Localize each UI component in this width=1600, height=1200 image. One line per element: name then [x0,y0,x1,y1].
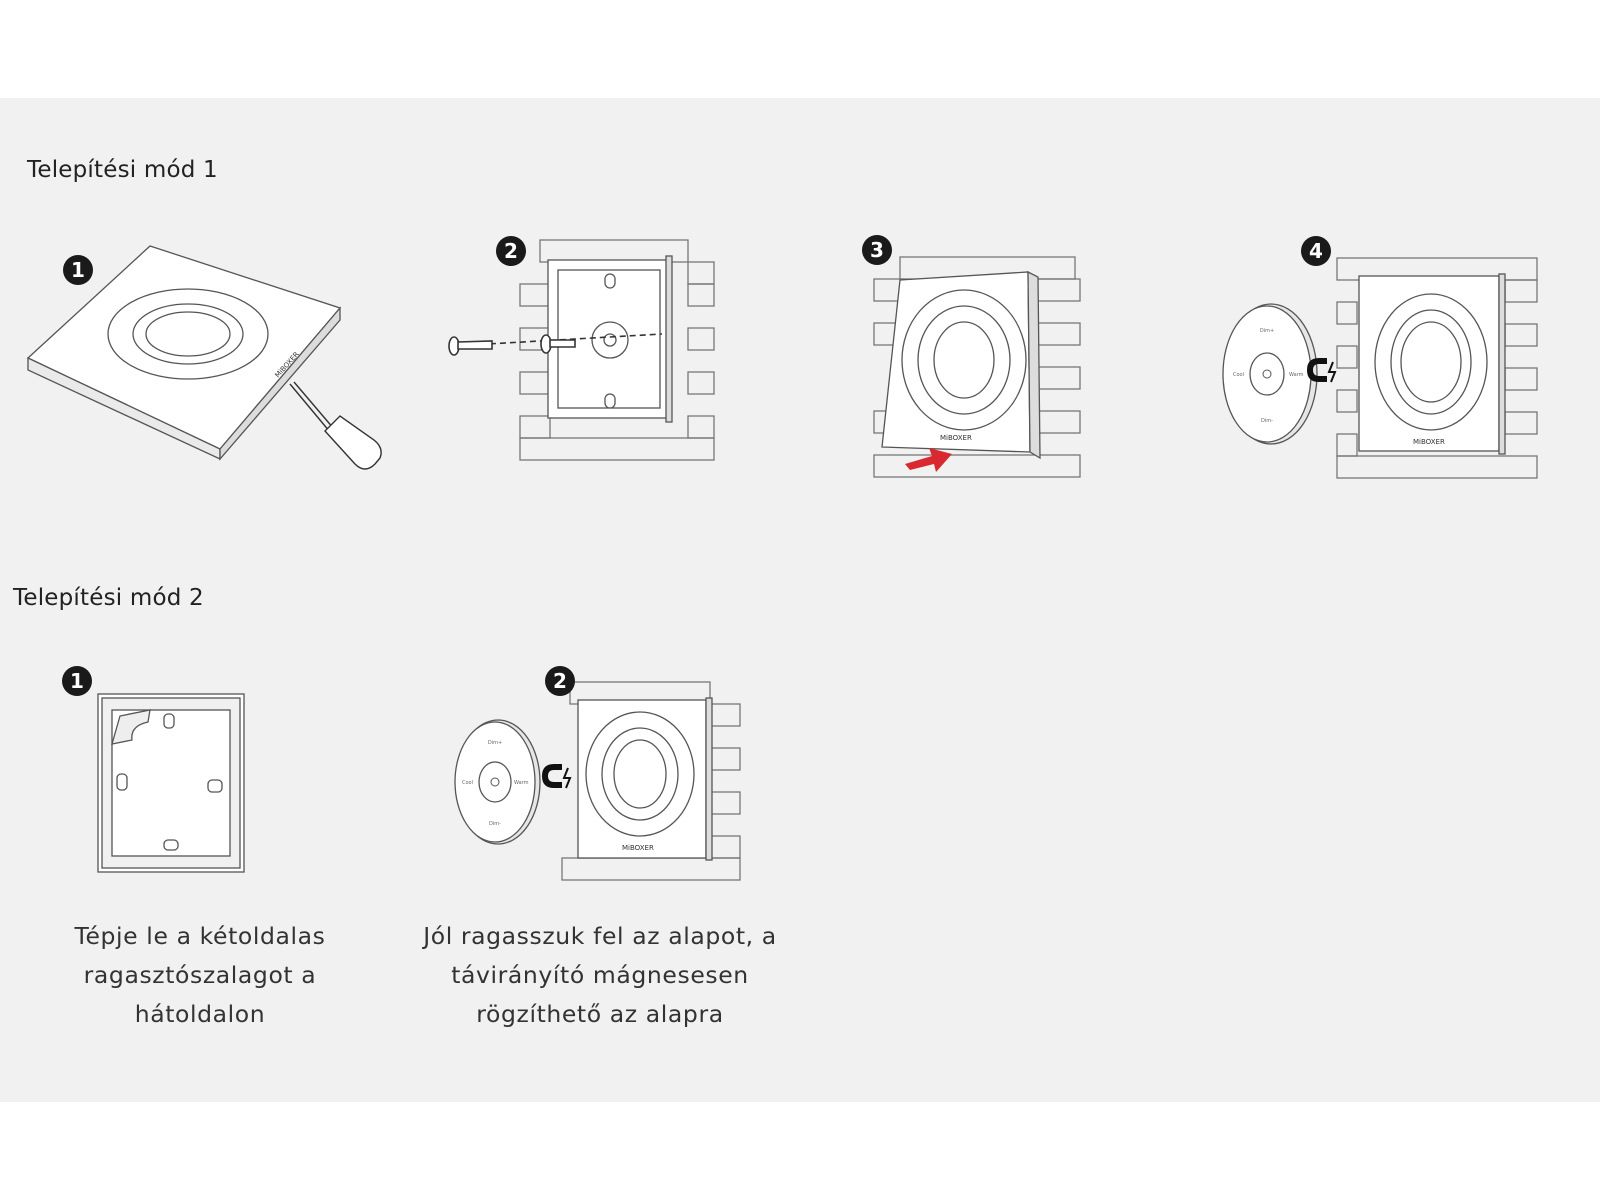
caption-step-2-2: Jól ragasszuk fel az alapot, a távirányí… [423,922,777,1028]
power-icon [1262,369,1272,379]
step-badge-2-2 [545,666,575,696]
step-2-1: 1 [60,664,260,894]
svg-text:Warm: Warm [514,780,529,786]
magnet-icon [1307,358,1337,383]
power-icon [490,777,500,787]
step-1-1: MiBOXER 1 [20,236,400,486]
content-panel [0,98,1600,1102]
remote-magnet-attach-illustration: MiBOXER Dim+ Dim- Cool Warm 4 [1222,236,1538,479]
section-title-mode-1: Telepítési mód 1 [27,157,218,183]
svg-text:3: 3 [870,238,884,262]
adhesive-tape-base-illustration: 1 [62,666,245,873]
step-badge-2 [496,236,526,266]
svg-text:1: 1 [71,258,85,282]
step-badge-3 [862,235,892,265]
brand-logo: MiBOXER [1413,438,1445,446]
step-badge-2-1 [62,666,92,696]
svg-text:Dim+: Dim+ [1260,328,1274,334]
step-1-3: MiBOXER 3 [860,232,1110,492]
brand-logo: MiBOXER [622,844,654,852]
svg-text:Warm: Warm [1289,372,1304,378]
svg-text:2: 2 [504,239,518,263]
brand-logo: MiBOXER [940,434,972,442]
svg-text:Cool: Cool [1233,372,1244,378]
panel-screwdriver-illustration: MiBOXER 1 [26,245,382,470]
red-arrow-icon [905,448,952,472]
caption-step-2-1: Tépje le a kétoldalas ragasztószalagot a… [74,922,326,1028]
svg-text:2: 2 [553,669,567,693]
base-screw-wall-illustration: 2 [448,236,715,461]
svg-text:Cool: Cool [462,780,473,786]
svg-text:4: 4 [1309,239,1323,263]
step-1-4: MiBOXER Dim+ Dim- Cool Warm 4 [1215,234,1555,494]
section-title-mode-2: Telepítési mód 2 [13,585,204,611]
step-badge-4 [1301,236,1331,266]
step-badge-1 [63,255,93,285]
step-2-2: MiBOXER Dim+ Dim- Cool Warm 2 [450,662,770,902]
remote-magnet-attach-illustration: MiBOXER Dim+ Dim- Cool Warm 2 [454,666,741,881]
magnet-icon [542,764,572,789]
svg-text:1: 1 [70,669,84,693]
svg-text:Dim-: Dim- [489,821,501,827]
svg-text:Dim+: Dim+ [488,740,502,746]
panel-press-wall-illustration: MiBOXER 3 [862,235,1081,478]
svg-text:Dim-: Dim- [1261,418,1273,424]
step-1-2: 2 [440,232,740,472]
